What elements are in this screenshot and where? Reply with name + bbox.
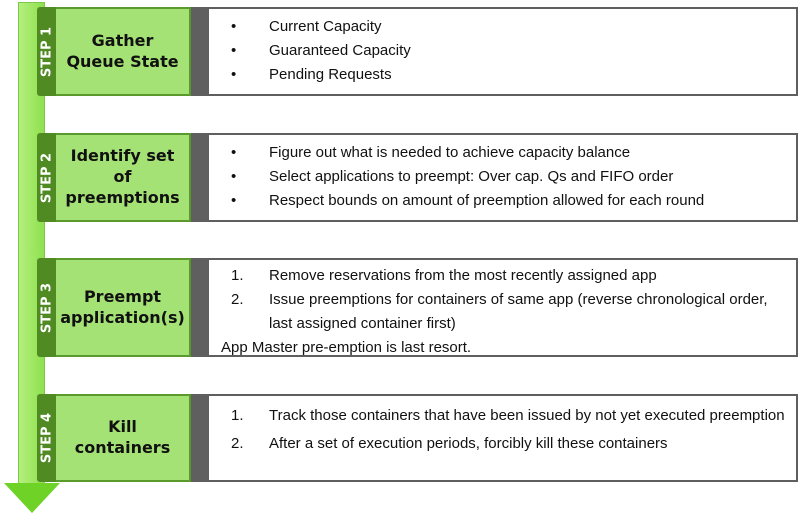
- list-marker: •: [231, 42, 237, 59]
- list-text: After a set of execution periods, forcib…: [269, 435, 668, 452]
- list-marker: •: [231, 66, 237, 83]
- list-text: Select applications to preempt: Over cap…: [269, 168, 674, 185]
- list-text: Pending Requests: [269, 66, 392, 83]
- list-marker: •: [231, 192, 237, 209]
- step-tab: STEP 1: [37, 7, 56, 96]
- divider: [191, 7, 209, 96]
- list-marker: 1.: [231, 407, 244, 424]
- list-item: • Current Capacity: [231, 15, 786, 39]
- flow-arrow-head: [4, 483, 60, 513]
- list-text: Remove reservations from the most recent…: [269, 267, 657, 284]
- list-marker: 2.: [231, 435, 244, 452]
- list-marker: 2.: [231, 291, 244, 308]
- list-text: Current Capacity: [269, 18, 382, 35]
- step-body: 1. Remove reservations from the most rece…: [209, 258, 798, 357]
- step-label: STEP 2: [39, 152, 54, 203]
- list-marker: •: [231, 168, 237, 185]
- step-label: STEP 1: [39, 26, 54, 77]
- step-title: Kill containers: [56, 394, 191, 482]
- list-item: • Respect bounds on amount of preemption …: [231, 189, 786, 213]
- list-item: 2. Issue preemptions for containers of sa…: [231, 288, 786, 336]
- step-label: STEP 3: [39, 282, 54, 333]
- step-title: Gather Queue State: [56, 7, 191, 96]
- step-body: • Figure out what is needed to achieve ca…: [209, 133, 798, 222]
- list-text: Issue preemptions for containers of same…: [269, 291, 768, 332]
- list-item: • Select applications to preempt: Over ca…: [231, 165, 786, 189]
- list-item: • Guaranteed Capacity: [231, 39, 786, 63]
- list-item: • Figure out what is needed to achieve ca…: [231, 141, 786, 165]
- list-text: Guaranteed Capacity: [269, 42, 411, 59]
- list-marker: •: [231, 18, 237, 35]
- step-tab: STEP 2: [37, 133, 56, 222]
- list-marker: 1.: [231, 267, 244, 284]
- step-body: 1. Track those containers that have been …: [209, 394, 798, 482]
- step-note: App Master pre-emption is last resort.: [221, 339, 472, 356]
- list-item: 1. Track those containers that have been …: [231, 404, 786, 428]
- list-item: • Pending Requests: [231, 63, 786, 87]
- divider: [191, 394, 209, 482]
- divider: [191, 258, 209, 357]
- list-text: Track those containers that have been is…: [269, 407, 785, 424]
- step-label: STEP 4: [39, 412, 54, 464]
- list-marker: •: [231, 144, 237, 161]
- divider: [191, 133, 209, 222]
- list-text: Respect bounds on amount of preemption a…: [269, 192, 705, 209]
- step-body: • Current Capacity • Guaranteed Capacity • Pe…: [209, 7, 798, 96]
- list-item: 2. After a set of execution periods, forc…: [231, 432, 786, 456]
- list-text: Figure out what is needed to achieve cap…: [269, 144, 631, 161]
- step-title: Identify set of preemptions: [56, 133, 191, 222]
- step-tab: STEP 4: [37, 394, 56, 482]
- step-title: Preempt application(s): [56, 258, 191, 357]
- list-item: 1. Remove reservations from the most rece…: [231, 264, 786, 288]
- step-tab: STEP 3: [37, 258, 56, 357]
